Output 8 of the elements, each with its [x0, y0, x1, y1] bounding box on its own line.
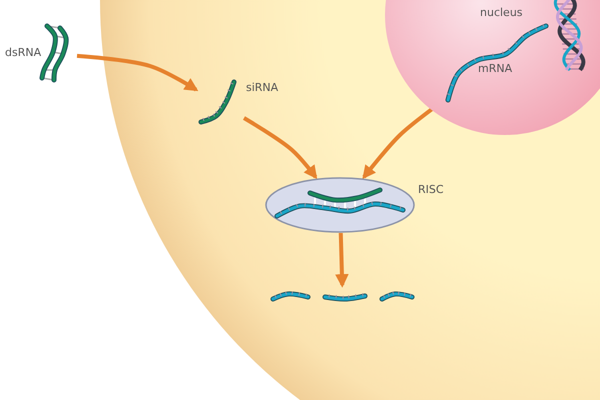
node-label: mRNA	[478, 62, 512, 75]
node-label: nucleus	[480, 6, 523, 19]
node-label: siRNA	[246, 81, 278, 94]
arrow	[242, 116, 318, 180]
arrow	[76, 54, 198, 92]
arrow	[335, 232, 349, 288]
node-label: RISC	[418, 183, 444, 196]
node-label: dsRNA	[5, 46, 42, 59]
